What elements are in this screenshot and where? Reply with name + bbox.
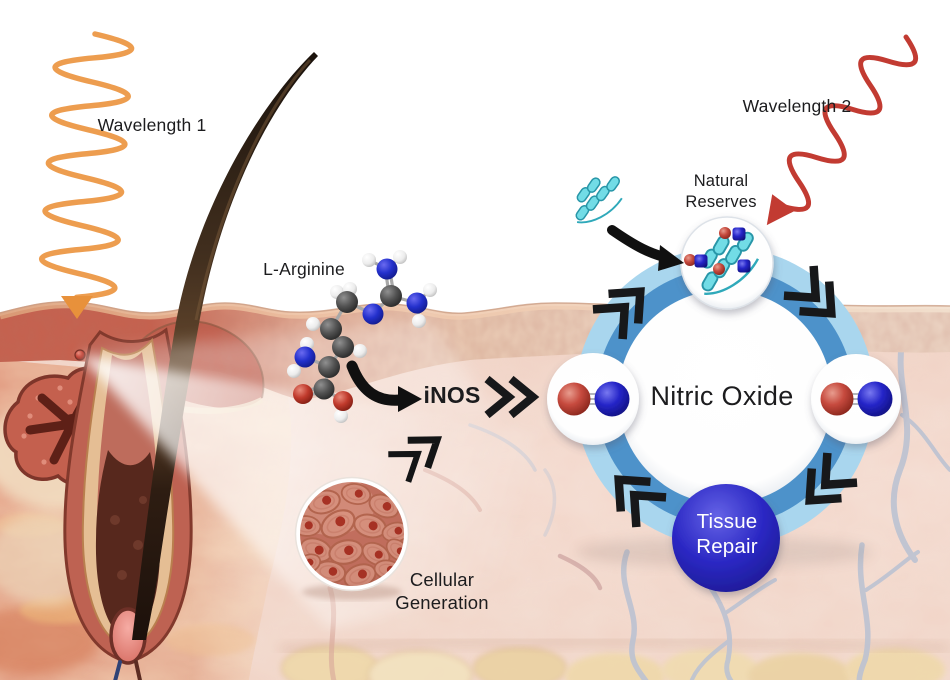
inos-label: iNOS xyxy=(423,382,481,408)
hair-shaft xyxy=(132,52,318,640)
wavelength-1-arrowhead-icon xyxy=(61,296,93,319)
tissue-repair-sphere-icon xyxy=(672,484,780,592)
wavelength-2-arrowhead-icon xyxy=(766,194,795,226)
wavelength-1-label: Wavelength 1 xyxy=(97,115,207,135)
no-molecule-right xyxy=(811,354,901,444)
natural-reserves-node xyxy=(680,216,774,310)
double-chevron-up-icon xyxy=(388,436,443,483)
cellular-generation-photo xyxy=(294,476,410,592)
cellular-generation-label: Cellular Generation xyxy=(395,569,489,613)
double-chevron-right-icon xyxy=(484,375,540,419)
ring-center xyxy=(618,290,832,504)
l-arginine-label: L-Arginine xyxy=(263,259,345,279)
natural-reserves-label: Natural Reserves xyxy=(685,172,757,211)
no-molecule-left xyxy=(547,353,639,445)
l-arginine-molecule xyxy=(287,250,437,423)
wavelength-2-label: Wavelength 2 xyxy=(742,96,852,116)
arrow-protein-to-reserves-icon xyxy=(607,225,684,271)
tissue-repair-label: Tissue Repair xyxy=(696,510,758,558)
no-cycle-ring xyxy=(575,247,875,567)
bottom-margin xyxy=(0,680,950,685)
wavelength-2-wave-icon xyxy=(766,34,919,226)
arrow-larginine-to-inos-icon xyxy=(346,360,422,412)
nitric-oxide-label: Nitric Oxide xyxy=(650,381,794,411)
wavelength-1-wave-icon xyxy=(39,31,135,319)
